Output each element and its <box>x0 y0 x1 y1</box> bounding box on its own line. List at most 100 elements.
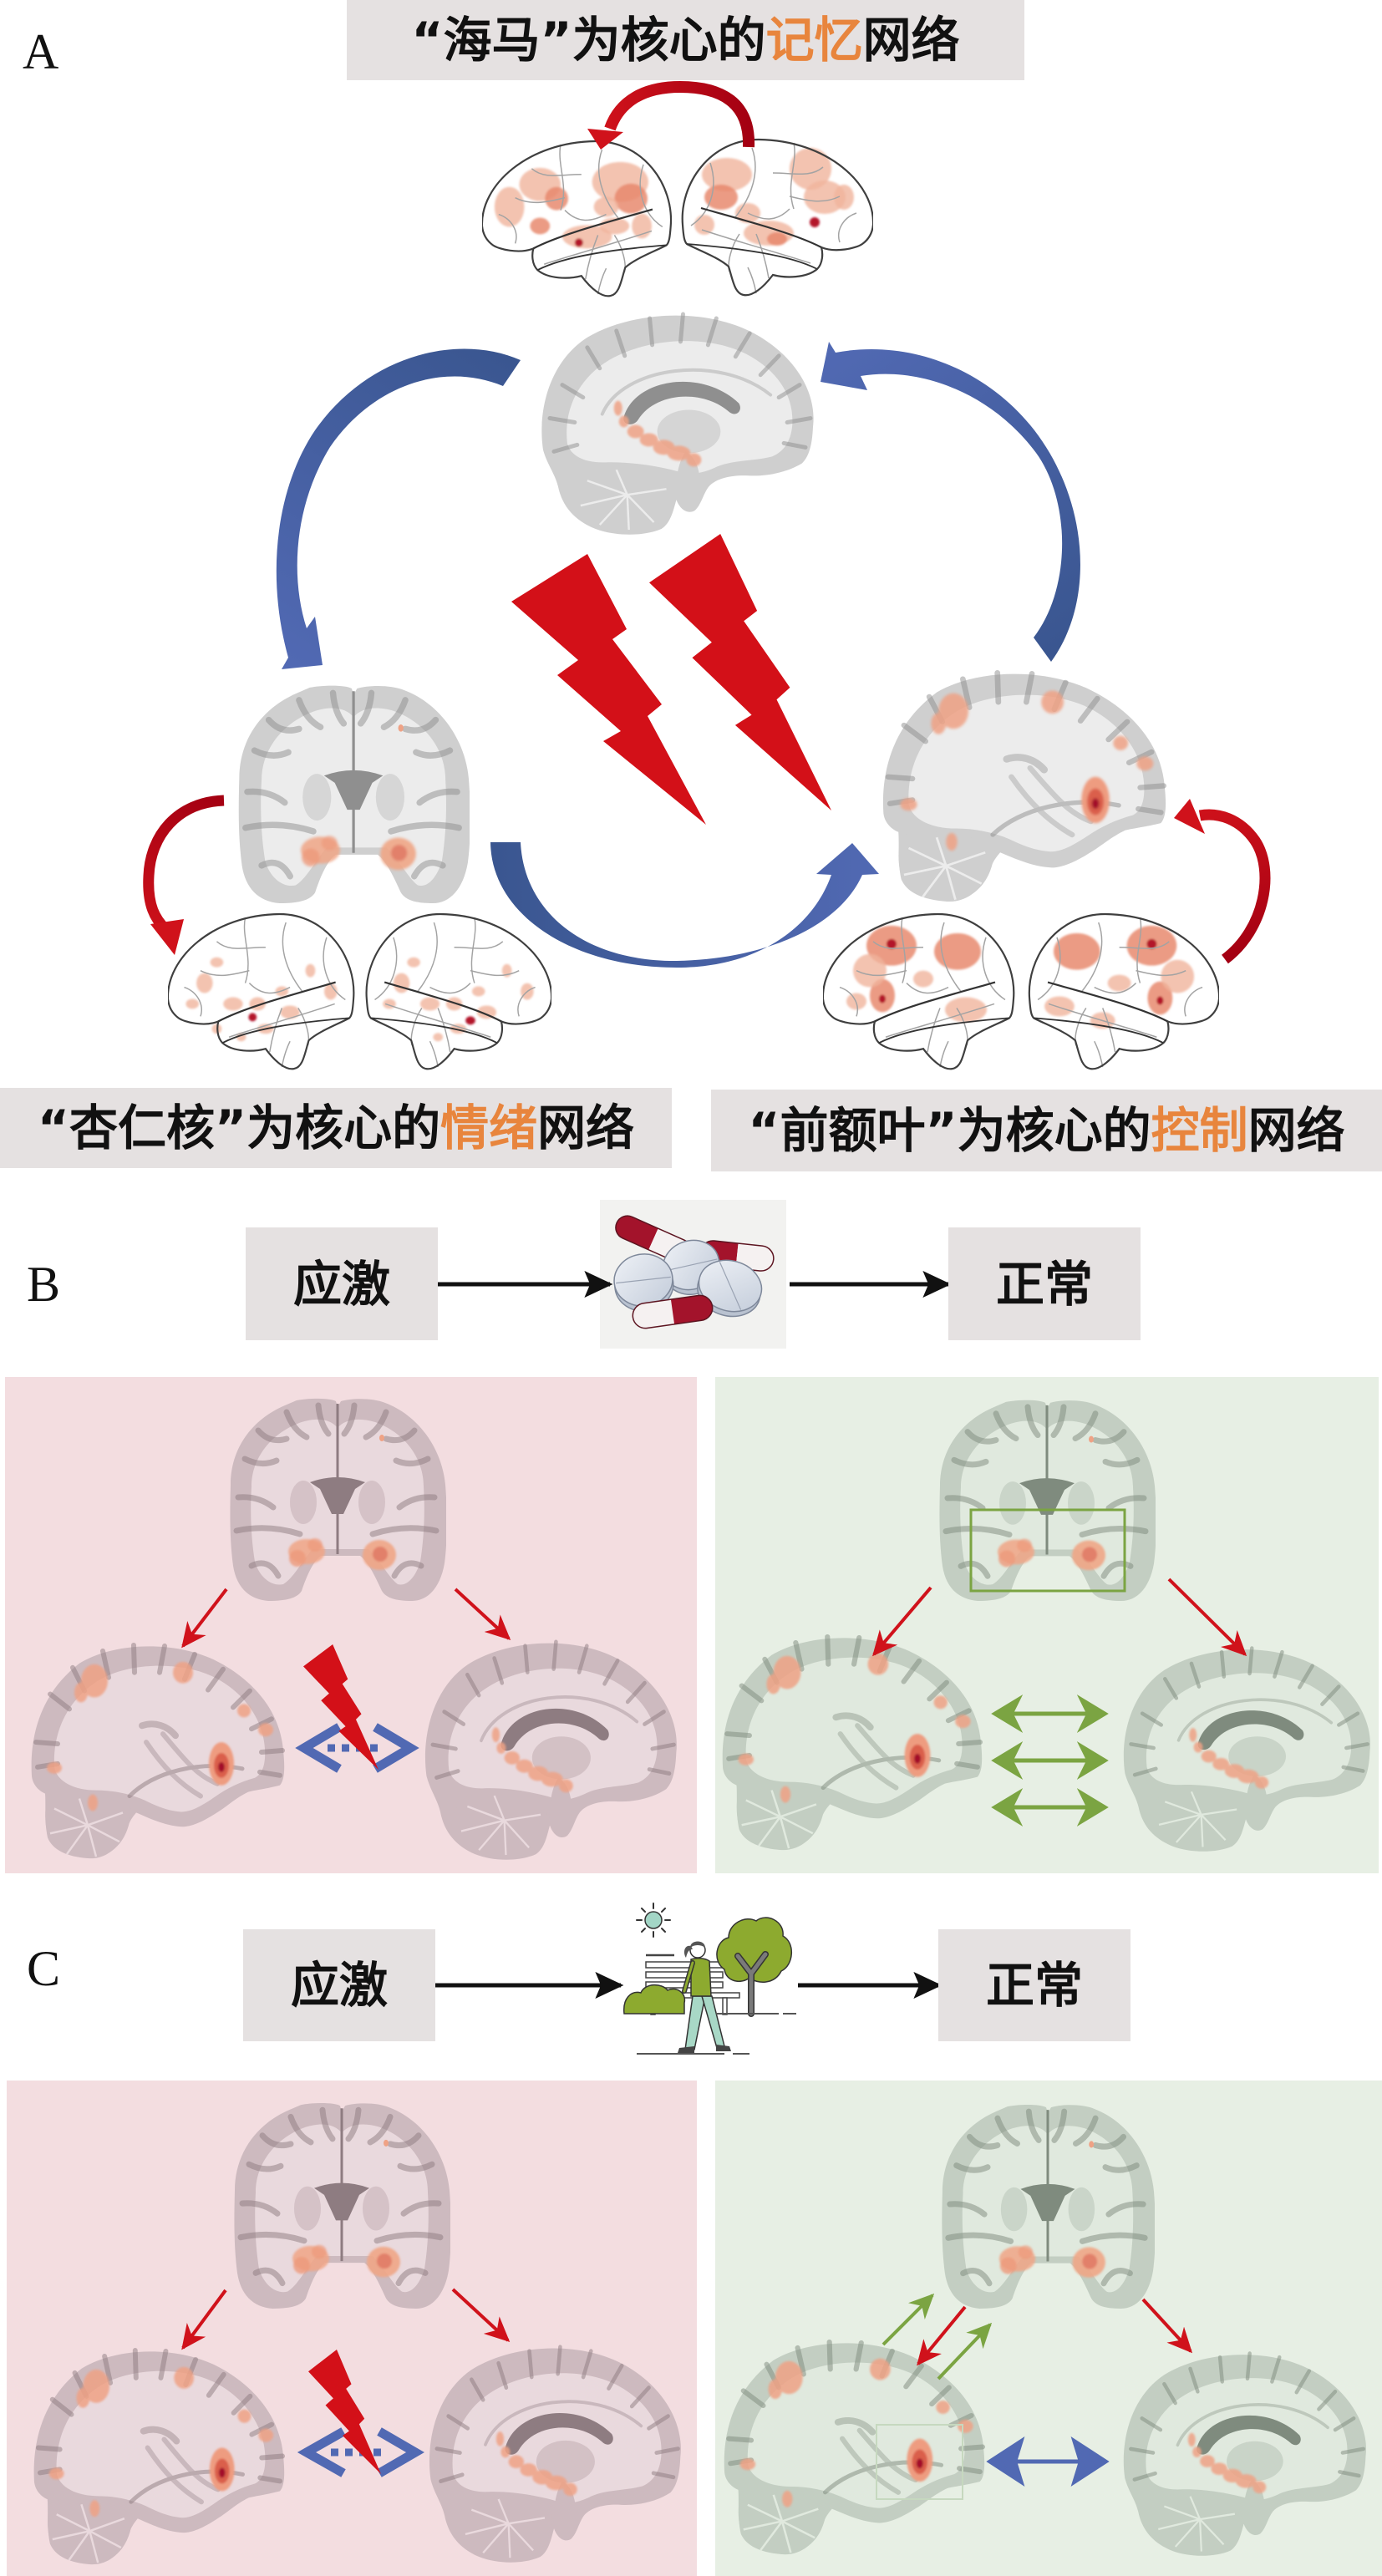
activation-spot <box>545 186 568 211</box>
activation-map <box>846 925 987 1023</box>
activation-spot <box>494 186 525 227</box>
control-network-label-suffix: 网络 <box>1247 1102 1345 1159</box>
activation-map <box>383 957 534 1042</box>
amygdala-coronal-slice <box>230 1399 446 1601</box>
activation-spot <box>945 997 987 1023</box>
pills-icon <box>613 1215 775 1329</box>
memory-to-emotion-arrow <box>276 348 521 669</box>
memory-network-label-highlight: 记忆 <box>765 12 863 69</box>
prefrontal-highlight-box <box>876 2424 963 2500</box>
disrupted-connection-icon <box>297 2427 424 2477</box>
prefrontal-sagittal-slice <box>32 1645 285 1858</box>
activation-spot <box>476 1005 497 1019</box>
activation-spot <box>1161 959 1195 993</box>
arrowhead <box>587 129 623 150</box>
activation-spot <box>810 217 820 227</box>
panel-b-stress-state: 应激 <box>246 1227 438 1340</box>
glass-brain-left-hemisphere <box>482 140 673 297</box>
ground-lines <box>637 2013 796 2055</box>
prefrontal-to-amygdala-arrow <box>937 2322 993 2380</box>
activation-spot <box>305 963 316 978</box>
panel-c-label: C <box>27 1941 61 1996</box>
amygdala-to-hippocampus-arrow <box>1167 1578 1247 1657</box>
activation-spot <box>790 148 831 190</box>
control-network-loop-arrow <box>1174 799 1271 964</box>
activation-map <box>694 148 854 246</box>
control-to-memory-arrow <box>821 342 1080 662</box>
tree-icon <box>716 1917 792 2017</box>
activation-spot <box>694 215 714 235</box>
amygdala-to-prefrontal-arrow <box>181 2289 227 2350</box>
activation-spot <box>407 957 420 968</box>
amygdala-highlight-box <box>969 1508 1126 1593</box>
emotion-network-label-highlight: 情绪 <box>440 1100 538 1156</box>
tablet <box>613 1253 674 1312</box>
prefrontal-sagittal-slice <box>723 1637 982 1850</box>
prefrontal-to-amygdala-arrow <box>882 2293 935 2346</box>
activation-spot <box>393 973 410 993</box>
park-walk-icon <box>623 1903 796 2055</box>
amygdala-to-prefrontal-arrow <box>917 2305 967 2366</box>
arrowhead <box>1174 799 1205 834</box>
activation-spot <box>185 998 200 1009</box>
activation-spot <box>834 185 854 210</box>
activation-spot <box>574 238 583 247</box>
glass-brain-left-hemisphere <box>168 912 355 1070</box>
activation-spot <box>248 1013 257 1022</box>
panel-c-stress-state: 应激 <box>243 1929 435 2041</box>
glass-brain-outline <box>823 912 1015 1070</box>
panel-c-stress-diagram <box>34 2103 681 2564</box>
activation-spot <box>1107 974 1131 992</box>
panel-c-normal-diagram <box>724 2105 1366 2556</box>
activation-spot <box>1053 932 1100 970</box>
memory-network-glass-brains <box>482 138 873 297</box>
prefrontal-sagittal-slice <box>724 2342 984 2554</box>
control-network-glass-brains <box>823 912 1219 1070</box>
glass-brain-right-hemisphere <box>365 912 551 1070</box>
activation-spot <box>280 1005 300 1019</box>
activation-spot <box>210 957 224 968</box>
memory-network-label-prefix: “海马”为核心的 <box>411 12 766 69</box>
activation-map <box>494 161 652 249</box>
amygdala-to-hippocampus-arrow <box>454 1588 511 1641</box>
activation-spot <box>196 973 213 993</box>
emotion-to-control-arrow <box>490 842 879 968</box>
sun-icon <box>636 1903 671 1938</box>
walking-person-icon <box>678 1941 731 2053</box>
amygdala-to-prefrontal-arrow <box>872 1586 932 1657</box>
activation-spot <box>702 158 752 191</box>
emotion-network-label: “杏仁核”为核心的情绪网络 <box>0 1088 672 1168</box>
disrupted-connection-icon <box>295 1723 419 1773</box>
glass-brain-left-hemisphere <box>823 912 1015 1070</box>
hippocampus-sagittal-slice <box>429 2347 681 2563</box>
activation-spot <box>465 1016 475 1025</box>
glass-brain-right-hemisphere <box>1028 912 1219 1070</box>
panel-a-label: A <box>23 24 59 79</box>
hippocampus-sagittal-slice <box>1124 1649 1370 1852</box>
emotion-network-label-suffix: 网络 <box>537 1100 635 1156</box>
prefrontal-sagittal-slice <box>883 673 1166 902</box>
activation-spot <box>1156 996 1164 1005</box>
emotion-network-loop-arrow <box>143 795 225 955</box>
panel-b-normal-diagram <box>723 1400 1370 1852</box>
prefrontal-sagittal-slice <box>34 2350 285 2564</box>
tablet <box>697 1259 763 1318</box>
activation-spot <box>879 994 886 1003</box>
emotion-network-label-prefix: “杏仁核”为核心的 <box>37 1100 441 1156</box>
activation-spot <box>614 183 648 214</box>
amygdala-to-prefrontal-arrow <box>181 1588 228 1649</box>
emotion-network-glass-brains <box>168 912 551 1070</box>
amygdala-coronal-slice <box>942 2105 1155 2309</box>
activation-spot <box>433 1033 444 1042</box>
memory-network-label-suffix: 网络 <box>862 12 960 69</box>
activation-spot <box>593 196 619 217</box>
control-network-label: “前额叶”为核心的控制网络 <box>711 1090 1382 1171</box>
activation-spot <box>530 217 551 235</box>
activation-map <box>185 957 338 1042</box>
activation-spot <box>419 997 440 1011</box>
arrowhead <box>150 919 184 955</box>
activation-spot <box>704 185 738 210</box>
stress-lightning-bolt-icon <box>649 534 831 810</box>
